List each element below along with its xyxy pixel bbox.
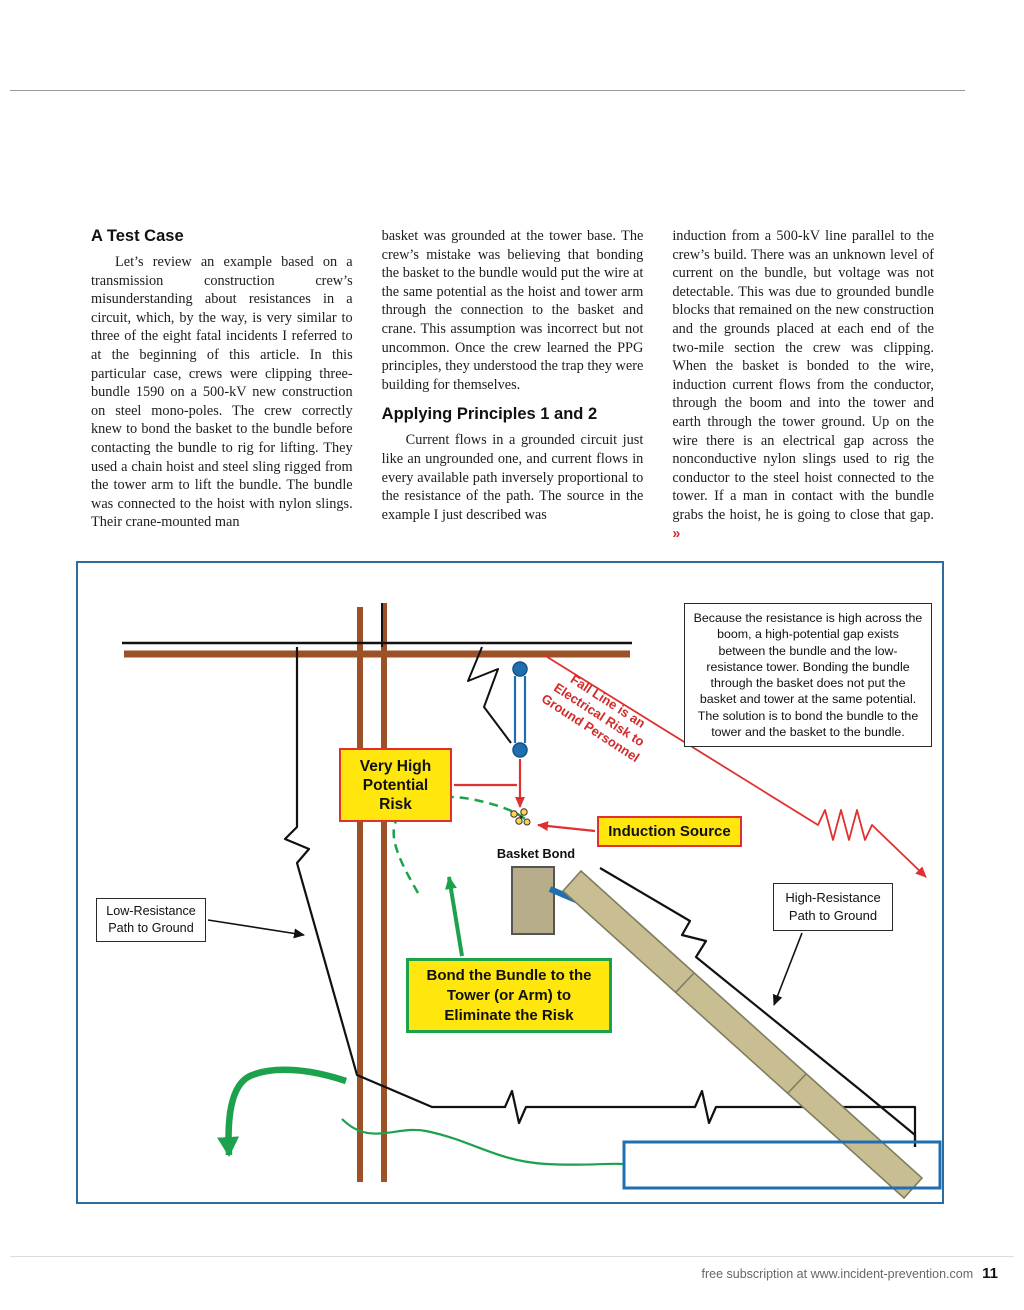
footer: free subscription at www.incident-preven…	[701, 1265, 998, 1282]
high-resistance-callout: High-Resistance Path to Ground	[773, 883, 893, 931]
footer-subscription-text: free subscription at www.incident-preven…	[701, 1267, 974, 1281]
article-column-2: basket was grounded at the tower base. T…	[382, 227, 644, 543]
diagram-figure: Because the resistance is high across th…	[76, 561, 944, 1204]
basket-bond-label: Basket Bond	[496, 846, 576, 861]
very-high-potential-risk-box: Very High Potential Risk	[339, 748, 452, 822]
high-resistance-boom-path	[599, 867, 917, 1147]
callout-arrows	[207, 919, 803, 1006]
crane-boom	[511, 866, 924, 1200]
low-resistance-callout: Low-Resistance Path to Ground	[96, 898, 206, 942]
diagram-drawing	[122, 603, 942, 1200]
paragraph-continuation: basket was grounded at the tower base. T…	[381, 228, 644, 393]
basket-bond-point	[510, 808, 531, 826]
heading-test-case: A Test Case	[91, 227, 184, 245]
paragraph-test-case: Let’s review an example based on a trans…	[91, 253, 353, 531]
footer-rule	[10, 1256, 1014, 1257]
resistance-explanation-callout: Because the resistance is high across th…	[684, 603, 932, 748]
fall-line-path	[543, 654, 927, 878]
article-column-1: A Test Case Let’s review an example base…	[91, 227, 353, 543]
paragraph-induction: induction from a 500-kV line parallel to…	[672, 227, 934, 543]
header-rule	[10, 90, 965, 91]
man-basket	[511, 866, 555, 935]
article-columns: A Test Case Let’s review an example base…	[91, 227, 934, 543]
page-number: 11	[982, 1265, 998, 1282]
heading-applying-principles: Applying Principles 1 and 2	[381, 405, 598, 424]
article-column-3: induction from a 500-kV line parallel to…	[672, 227, 934, 543]
continuation-marker-icon: »	[672, 525, 681, 542]
low-resistance-ground-path	[283, 647, 917, 1147]
paragraph-principles: Current flows in a grounded circuit just…	[381, 432, 644, 523]
induction-source-box: Induction Source	[597, 816, 742, 847]
ground-trench	[622, 1140, 942, 1190]
potential-gap-arrows	[454, 759, 596, 833]
paragraph-induction-text: induction from a 500-kV line parallel to…	[672, 228, 934, 523]
insulator-string	[467, 646, 528, 758]
bond-bundle-instruction-box: Bond the Bundle to the Tower (or Arm) to…	[406, 958, 612, 1033]
